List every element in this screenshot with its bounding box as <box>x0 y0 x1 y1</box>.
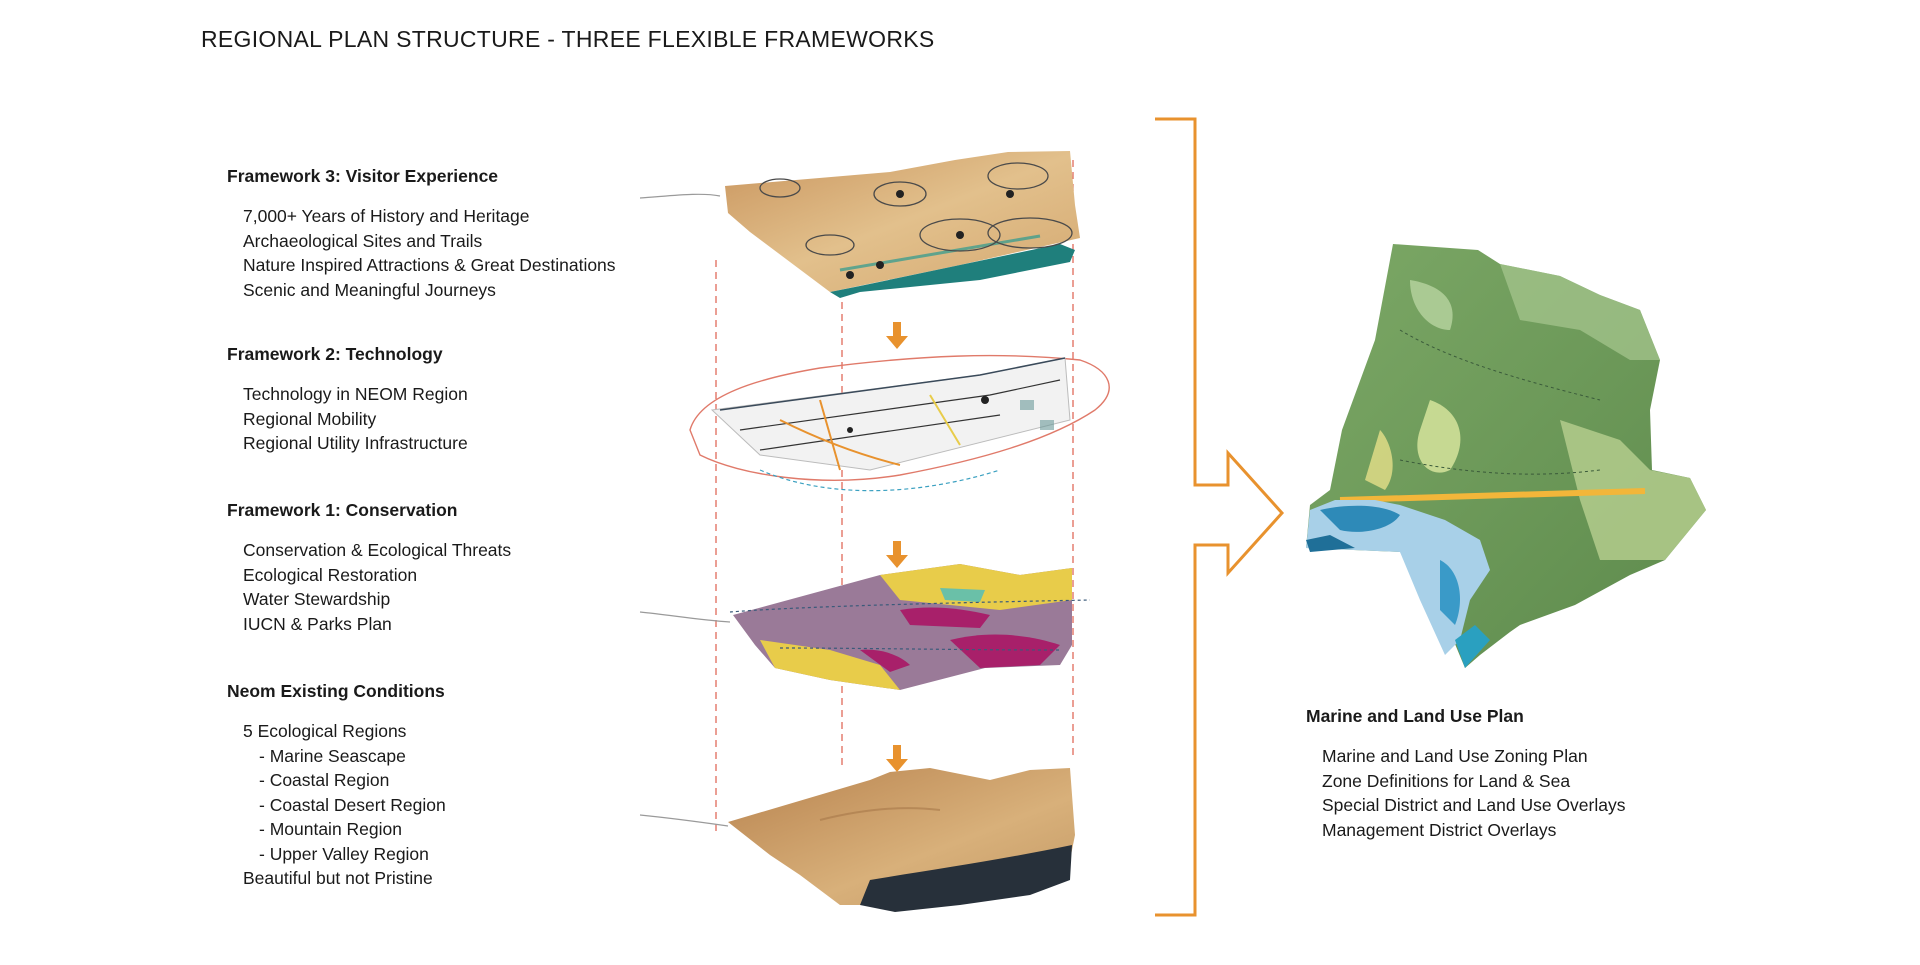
existing-conditions-subitem: - Coastal Region <box>259 770 390 790</box>
technology-layer <box>689 354 1110 492</box>
framework-1-item: Ecological Restoration <box>243 564 418 585</box>
land-use-plan-item: Management District Overlays <box>1322 819 1557 840</box>
down-arrow-icon <box>886 541 908 568</box>
conservation-layer <box>639 564 1091 690</box>
existing-conditions-subitem: - Marine Seascape <box>259 745 406 766</box>
land-use-plan-heading: Marine and Land Use Plan <box>1306 706 1524 726</box>
framework-3-heading: Framework 3: Visitor Experience <box>227 166 499 186</box>
layer-arrows <box>886 322 908 772</box>
framework-2-item: Regional Utility Infrastructure <box>243 433 468 453</box>
land-use-plan-section: Marine and Land Use Plan Marine and Land… <box>1306 706 1625 842</box>
framework-1-item: IUCN & Parks Plan <box>243 613 392 634</box>
framework-1-item: Water Stewardship <box>243 589 391 609</box>
existing-conditions-item: Beautiful but not Pristine <box>243 868 433 888</box>
land-use-plan-item: Special District and Land Use Overlays <box>1322 795 1626 815</box>
projection-lines <box>715 160 1074 835</box>
framework-2-heading: Framework 2: Technology <box>227 344 443 364</box>
down-arrow-icon <box>886 745 908 772</box>
framework-2-item: Regional Mobility <box>243 408 377 429</box>
visitor-experience-layer <box>639 151 1080 298</box>
existing-conditions-heading: Neom Existing Conditions <box>227 681 445 701</box>
existing-conditions-subitem: - Mountain Region <box>259 819 402 839</box>
framework-3-item: Scenic and Meaningful Journeys <box>243 279 496 300</box>
existing-conditions-subitem: - Coastal Desert Region <box>259 794 446 815</box>
bracket-arrow-icon <box>1155 117 1285 917</box>
framework-2-section: Framework 2: Technology Technology in NE… <box>227 344 468 456</box>
framework-3-item: Nature Inspired Attractions & Great Dest… <box>243 255 616 275</box>
existing-conditions-item: 5 Ecological Regions <box>243 721 407 741</box>
existing-conditions-layer <box>639 768 1075 912</box>
land-use-plan-item: Zone Definitions for Land & Sea <box>1322 770 1571 791</box>
framework-3-item: 7,000+ Years of History and Heritage <box>243 206 530 226</box>
framework-1-item: Conservation & Ecological Threats <box>243 540 512 560</box>
land-use-plan-item: Marine and Land Use Zoning Plan <box>1322 746 1588 766</box>
framework-2-item: Technology in NEOM Region <box>243 384 468 404</box>
existing-conditions-subitem: - Upper Valley Region <box>259 843 429 864</box>
framework-1-section: Framework 1: Conservation Conservation &… <box>227 500 511 636</box>
framework-3-item: Archaeological Sites and Trails <box>243 230 483 251</box>
land-use-map <box>1306 244 1706 668</box>
framework-3-section: Framework 3: Visitor Experience 7,000+ Y… <box>227 166 616 302</box>
framework-1-heading: Framework 1: Conservation <box>227 500 458 520</box>
existing-conditions-section: Neom Existing Conditions 5 Ecological Re… <box>227 681 446 891</box>
down-arrow-icon <box>886 322 908 349</box>
page-title: REGIONAL PLAN STRUCTURE - THREE FLEXIBLE… <box>201 26 935 52</box>
